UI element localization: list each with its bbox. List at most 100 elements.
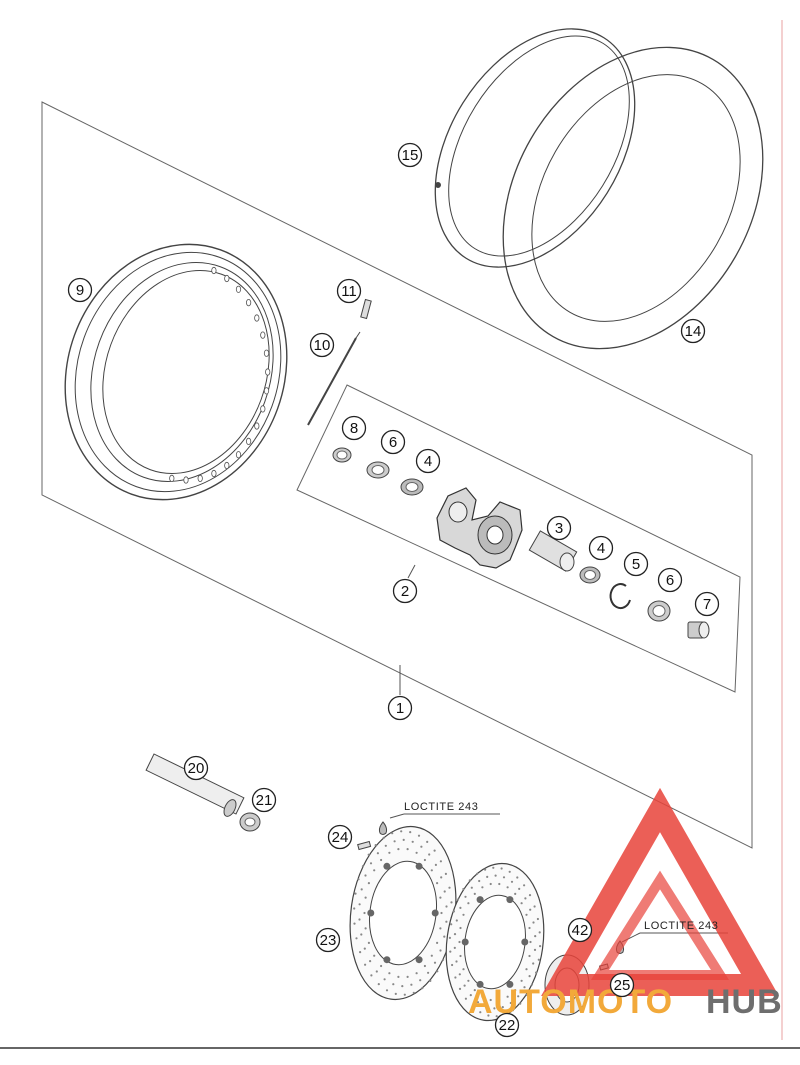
rim-hole bbox=[260, 331, 266, 339]
disc-hole bbox=[426, 840, 429, 844]
disc-hole bbox=[538, 931, 541, 934]
callout-label: 2 bbox=[401, 583, 409, 600]
disc-rivet bbox=[476, 896, 484, 904]
callout-2: 2 bbox=[392, 578, 418, 604]
disc-hole bbox=[529, 940, 532, 944]
disc-hole bbox=[380, 964, 383, 968]
disc-hole bbox=[471, 1005, 474, 1008]
disc-hole bbox=[359, 951, 362, 954]
callout-42: 42 bbox=[567, 917, 593, 943]
disc-hole bbox=[498, 998, 501, 1002]
disc-hole bbox=[353, 907, 356, 910]
callout-circle bbox=[494, 1012, 520, 1038]
disc-hole bbox=[439, 860, 442, 863]
disc-rivet bbox=[521, 938, 529, 946]
disc-hole bbox=[535, 971, 538, 974]
disc-hole bbox=[439, 927, 442, 930]
callout-circle bbox=[387, 695, 413, 721]
disc-hole bbox=[450, 923, 453, 926]
disc-hole bbox=[509, 1001, 512, 1005]
callout-label: 42 bbox=[572, 922, 589, 939]
disc-hole bbox=[440, 876, 443, 879]
disc-hole bbox=[358, 918, 361, 921]
assembly-frame bbox=[41, 101, 753, 849]
disc-hole bbox=[487, 1014, 490, 1017]
callout-circle bbox=[567, 917, 593, 943]
disc-rivet bbox=[383, 862, 391, 870]
disc-hole bbox=[459, 926, 462, 930]
disc-hole bbox=[361, 865, 364, 868]
disc-hole bbox=[518, 887, 521, 891]
disc-hole bbox=[401, 985, 404, 988]
callout-label: 3 bbox=[555, 520, 563, 537]
rim bbox=[64, 243, 288, 501]
brake-disc-22 bbox=[445, 862, 545, 1022]
disc-hole bbox=[415, 851, 418, 854]
disc-hole bbox=[453, 933, 457, 936]
disc-hole bbox=[397, 975, 400, 979]
disc-hole bbox=[506, 995, 509, 998]
callout-circle bbox=[694, 591, 720, 617]
disc-hole bbox=[528, 975, 531, 978]
disc-hole bbox=[524, 897, 527, 900]
disc-23-holes bbox=[353, 830, 453, 996]
disc-hole bbox=[394, 992, 397, 996]
disc-hole bbox=[364, 927, 367, 930]
callout-circle bbox=[183, 755, 209, 781]
callout-circle bbox=[67, 277, 93, 303]
disc-hole bbox=[367, 882, 370, 885]
callout-8: 8 bbox=[341, 415, 367, 441]
disc-rivet bbox=[506, 896, 514, 904]
disc-hole bbox=[423, 964, 426, 968]
disc-hole bbox=[369, 862, 373, 865]
callout-20: 20 bbox=[183, 755, 209, 781]
disc-hole bbox=[429, 979, 432, 983]
callout-23: 23 bbox=[315, 927, 341, 953]
rim-hole bbox=[197, 474, 203, 482]
disc-hole bbox=[537, 958, 540, 961]
bearing-4-left bbox=[400, 478, 424, 496]
disc-hole bbox=[445, 905, 448, 908]
rim-hole bbox=[224, 274, 230, 283]
callout-circle bbox=[657, 567, 683, 593]
disc-hole bbox=[463, 984, 466, 987]
callout-circle bbox=[546, 515, 572, 541]
disc-hole bbox=[360, 888, 363, 891]
callout-circle bbox=[415, 448, 441, 474]
disc-hole bbox=[468, 879, 471, 882]
disc-hole bbox=[388, 851, 391, 854]
disc-hole bbox=[357, 878, 360, 881]
disc-hole bbox=[363, 947, 366, 950]
disc-hole bbox=[493, 1007, 496, 1010]
callout-25: 25 bbox=[609, 972, 635, 998]
disc-hole bbox=[516, 876, 519, 879]
disc-hole bbox=[519, 1002, 522, 1005]
disc-hole bbox=[420, 845, 423, 848]
callout-9: 9 bbox=[67, 277, 93, 303]
disc-hole bbox=[402, 838, 405, 842]
callout-circle bbox=[380, 429, 406, 455]
disc-rivet bbox=[415, 862, 423, 870]
callout-label: 20 bbox=[188, 760, 205, 777]
rim-hole bbox=[263, 387, 270, 395]
callout-circle bbox=[309, 332, 335, 358]
callout-label: 10 bbox=[314, 337, 331, 354]
callout-circle bbox=[609, 972, 635, 998]
disc-hole bbox=[360, 933, 363, 936]
disc-hole bbox=[517, 995, 520, 998]
disc-hole bbox=[506, 886, 509, 889]
callout-circle bbox=[588, 535, 614, 561]
disc-hole bbox=[458, 987, 462, 991]
watermark-text-secondary: HUB bbox=[706, 983, 783, 1021]
disc-hole bbox=[459, 906, 462, 910]
callout-14: 14 bbox=[680, 318, 706, 344]
callout-label: 9 bbox=[76, 282, 84, 299]
disc-hole bbox=[353, 922, 356, 925]
disc-hole bbox=[469, 994, 472, 997]
disc-hole bbox=[501, 1006, 504, 1009]
disc-hole bbox=[400, 830, 403, 833]
disc-hole bbox=[536, 917, 540, 921]
